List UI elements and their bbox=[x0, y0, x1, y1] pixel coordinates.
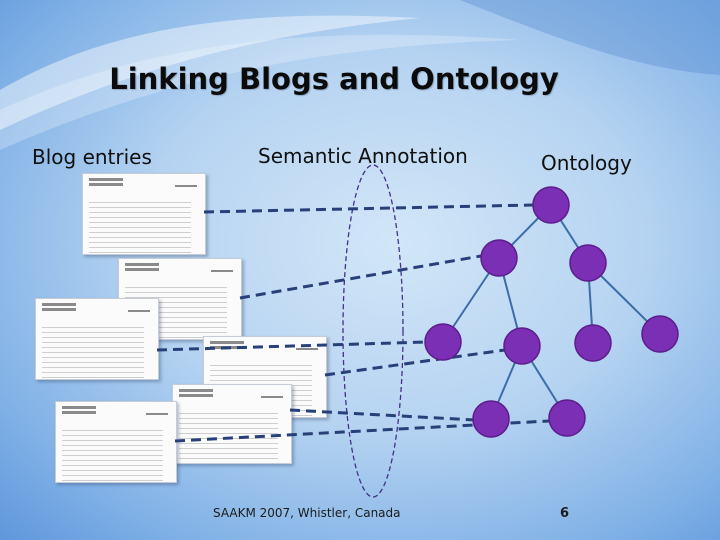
ontology-node-bl bbox=[472, 400, 510, 438]
blog-entry-5 bbox=[172, 384, 292, 464]
ontology-node-rm bbox=[574, 324, 612, 362]
annotation-link-5 bbox=[289, 408, 476, 422]
ontology-node-root bbox=[532, 186, 570, 224]
page-number: 6 bbox=[560, 506, 570, 521]
ontology-node-rr bbox=[641, 315, 679, 353]
blog-entry-3 bbox=[35, 298, 159, 380]
annotation-ellipse bbox=[342, 164, 404, 498]
blog-entry-6 bbox=[55, 401, 177, 483]
blog-entry-1 bbox=[82, 173, 206, 255]
annotation-link-3 bbox=[156, 340, 428, 352]
ontology-edges bbox=[442, 204, 661, 420]
slide-title: Linking Blogs and Ontology bbox=[109, 62, 559, 96]
slide-footer: SAAKM 2007, Whistler, Canada bbox=[213, 506, 401, 520]
ontology-nodes bbox=[424, 186, 679, 438]
annotation-link-4 bbox=[324, 348, 506, 377]
ontology-node-right bbox=[569, 244, 607, 282]
annotation-link-1 bbox=[203, 203, 534, 214]
semantic-annotation-label: Semantic Annotation bbox=[258, 144, 468, 168]
ontology-label: Ontology bbox=[541, 151, 632, 175]
ontology-node-lm bbox=[503, 327, 541, 365]
ontology-node-br bbox=[548, 399, 586, 437]
ontology-node-ll bbox=[424, 323, 462, 361]
blog-entries-label: Blog entries bbox=[32, 145, 152, 169]
annotation-link-2 bbox=[239, 254, 482, 300]
ontology-node-left bbox=[480, 239, 518, 277]
